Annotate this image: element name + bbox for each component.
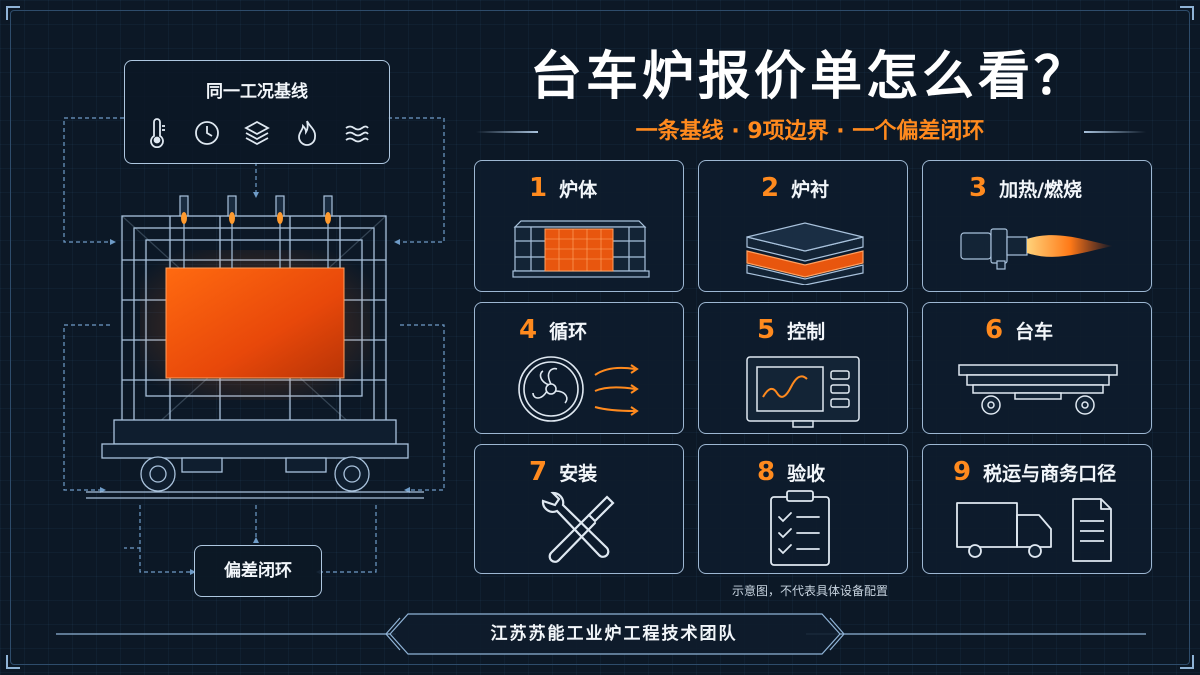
footer-plate-frame [56,613,1146,655]
baseline-box: 同一工况基线 [124,60,390,164]
card-label: 税运与商务口径 [983,463,1117,485]
card-2: 2 炉衬 [698,160,908,292]
frame-corner [1180,6,1194,20]
clock-icon [195,121,219,145]
lining-layers-icon [746,222,864,285]
thermometer-icon [150,118,165,148]
page-title: 台车炉报价单怎么看？ [529,47,1090,107]
baseline-label: 同一工况基线 [206,82,308,102]
deviation-loop-box: 偏差闭环 [194,545,322,597]
card-label: 验收 [787,463,826,485]
control-panel-icon [746,356,860,428]
team-name: 江苏苏能工业炉工程技术团队 [490,624,738,644]
subtitle: 一条基线 · 9项边界 · 一个偏差闭环 [635,119,985,144]
airflow-icon [345,125,369,143]
card-label: 炉体 [559,179,598,201]
baseline-icon-row [143,115,371,151]
card-number: 9 [953,457,972,487]
frame-corner [6,6,20,20]
card-number: 1 [529,173,548,203]
card-number: 5 [757,315,776,345]
card-9: 9 税运与商务口径 [922,444,1152,574]
card-5: 5 控制 [698,302,908,434]
trolley-icon [958,364,1118,415]
flame-icon [298,120,316,146]
layers-icon [244,120,270,146]
subtitle-rule-left [476,131,538,133]
truck-document-icon [956,498,1112,562]
disclaimer-note: 示意图，不代表具体设备配置 [731,584,888,598]
frame-corner [6,655,20,669]
furnace-body-icon [512,220,650,278]
card-number: 7 [529,457,548,487]
card-number: 6 [985,315,1004,345]
card-7: 7 安装 [474,444,684,574]
card-label: 加热/燃烧 [999,179,1083,201]
card-6: 6 台车 [922,302,1152,434]
outer-frame [10,10,1190,665]
burner-icon [960,228,1113,270]
card-label: 炉衬 [791,179,830,201]
card-number: 8 [757,457,776,487]
card-1: 1 炉体 [474,160,684,292]
card-number: 2 [761,173,780,203]
card-label: 台车 [1015,321,1054,343]
fan-icon [518,356,639,422]
card-label: 安装 [559,463,598,485]
card-3: 3 加热/燃烧 [922,160,1152,292]
tools-icon [541,491,615,563]
card-label: 控制 [787,321,826,343]
checklist-icon [770,490,830,566]
card-4: 4 循环 [474,302,684,434]
furnace-diagram [63,117,445,575]
card-8: 8 验收 [698,444,908,574]
card-label: 循环 [549,321,588,343]
frame-corner [1180,655,1194,669]
card-number: 3 [969,173,988,203]
card-number: 4 [519,315,538,345]
